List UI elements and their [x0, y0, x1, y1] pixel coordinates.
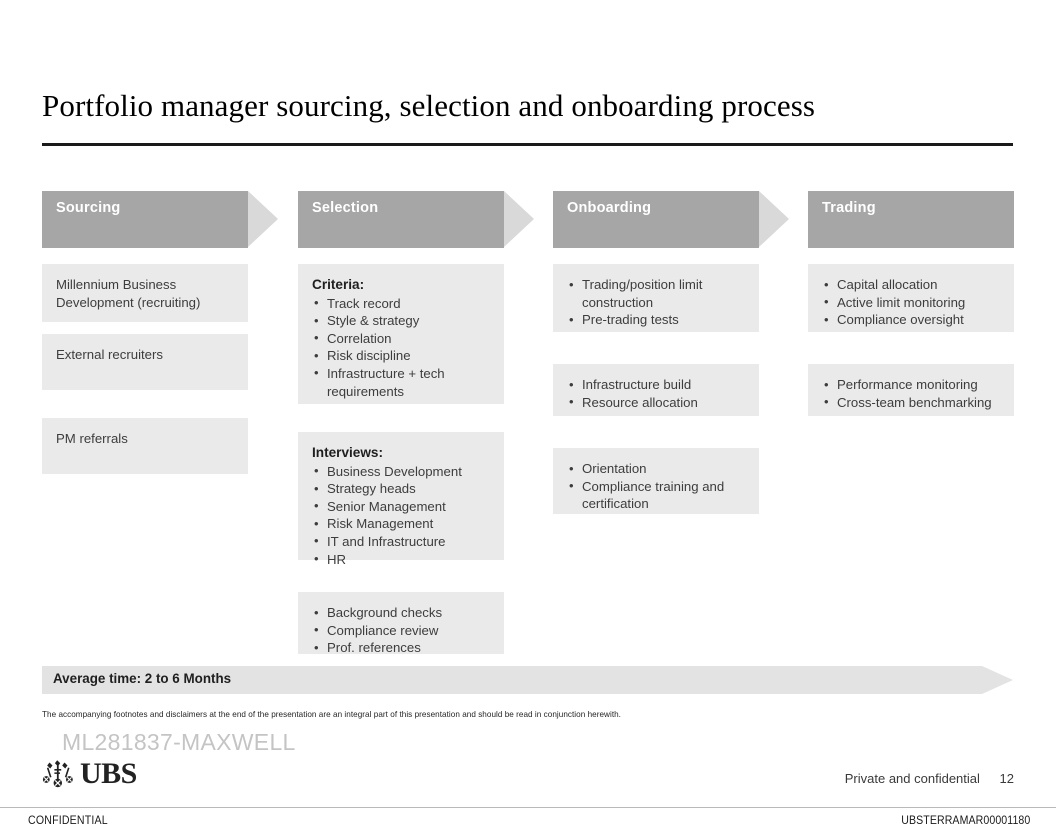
content-box: Criteria: Track record Style & strategy … [298, 264, 504, 404]
stage-header-onboarding[interactable]: Onboarding [553, 191, 789, 248]
box-text: PM referrals [56, 431, 128, 446]
list-item: Orientation [567, 460, 747, 478]
list-item: Correlation [312, 329, 492, 348]
list-item: Cross-team benchmarking [822, 393, 1002, 412]
chevron-arrow-icon [982, 666, 1013, 694]
list-item: IT and Infrastructure [312, 532, 492, 551]
confidentiality-label: Private and confidential [844, 771, 980, 786]
list-item: HR [312, 550, 492, 569]
bottom-divider [0, 807, 1056, 808]
list-item: Background checks [312, 604, 492, 622]
box-text: Millennium Business Development (recruit… [56, 277, 201, 310]
content-box: Millennium Business Development (recruit… [42, 264, 248, 322]
list-item: Prof. references [312, 639, 492, 657]
list-item: Active limit monitoring [822, 293, 1002, 312]
stage-header-sourcing[interactable]: Sourcing [42, 191, 278, 248]
average-time-bar: Average time: 2 to 6 Months [42, 666, 1013, 694]
list-item: Style & strategy [312, 312, 492, 330]
process-column-onboarding: Onboarding Trading/position limit constr… [553, 191, 789, 526]
content-box: Background checks Compliance review Prof… [298, 592, 504, 657]
box-text: External recruiters [56, 347, 164, 362]
spacer [808, 344, 1014, 364]
content-box: PM referrals [42, 418, 248, 474]
chevron-arrow-icon [759, 191, 789, 247]
process-column-trading: Trading Capital allocation Active limit … [808, 191, 1014, 428]
content-box: Interviews: Business Development Strateg… [298, 432, 504, 567]
list-item: Risk Management [312, 515, 492, 533]
chevron-arrow-icon [504, 191, 534, 247]
list-item: Capital allocation [822, 276, 1002, 294]
list-item: Performance monitoring [822, 376, 1002, 394]
slide-footer-right: Private and confidential 12 [845, 771, 1014, 786]
list-item: Senior Management [312, 497, 492, 516]
content-box: Infrastructure build Resource allocation [553, 364, 759, 416]
list-item: Compliance review [312, 621, 492, 640]
page-number: 12 [999, 771, 1014, 786]
title-divider [42, 143, 1013, 146]
content-box: Capital allocation Active limit monitori… [808, 264, 1014, 332]
list-item: Infrastructure build [567, 376, 747, 394]
process-column-selection: Selection Criteria: Track record Style &… [298, 191, 534, 666]
content-box: Orientation Compliance training and cert… [553, 448, 759, 514]
ubs-three-keys-icon [42, 760, 73, 788]
list-item: Risk discipline [312, 347, 492, 365]
process-column-sourcing: Sourcing Millennium Business Development… [42, 191, 278, 486]
content-box: Performance monitoring Cross-team benchm… [808, 364, 1014, 416]
ubs-logo: UBS [42, 759, 137, 789]
average-time-label: Average time: 2 to 6 Months [53, 671, 232, 686]
list-item: Resource allocation [567, 393, 747, 412]
list-item: Business Development [312, 462, 492, 481]
list-item: Track record [312, 294, 492, 313]
bullet-list: Track record Style & strategy Correlatio… [312, 294, 492, 401]
bates-number: UBSTERRAMAR00001180 [900, 815, 1030, 827]
list-item: Trading/position limit construction [567, 275, 747, 311]
watermark-text: ML281837-MAXWELL [62, 729, 296, 755]
spacer [553, 428, 759, 448]
bullet-list: Performance monitoring Cross-team benchm… [822, 376, 1002, 411]
list-item: Pre-trading tests [567, 311, 747, 329]
ubs-logo-text: UBS [80, 757, 137, 790]
list-item: Compliance training and certification [567, 477, 747, 513]
content-box: Trading/position limit construction Pre-… [553, 264, 759, 332]
bullet-list: Capital allocation Active limit monitori… [822, 276, 1002, 329]
box-heading: Criteria: [312, 277, 365, 292]
content-box: External recruiters [42, 334, 248, 390]
bullet-list: Orientation Compliance training and cert… [567, 460, 747, 513]
page-title: Portfolio manager sourcing, selection an… [42, 88, 816, 123]
footnote-text: The accompanying footnotes and disclaime… [42, 709, 621, 719]
stage-header-trading[interactable]: Trading [808, 191, 1014, 248]
stage-header-label: Trading [822, 200, 876, 216]
spacer [298, 572, 504, 592]
spacer [298, 416, 504, 432]
box-heading: Interviews: [312, 445, 384, 460]
confidential-stamp: CONFIDENTIAL [28, 815, 108, 827]
chevron-arrow-icon [248, 191, 278, 247]
bullet-list: Infrastructure build Resource allocation [567, 376, 747, 411]
spacer [42, 402, 248, 418]
stage-header-label: Selection [312, 200, 379, 216]
stage-header-label: Onboarding [567, 200, 652, 216]
list-item: Compliance oversight [822, 311, 1002, 329]
stage-header-selection[interactable]: Selection [298, 191, 534, 248]
list-item: Strategy heads [312, 480, 492, 498]
stage-header-label: Sourcing [56, 200, 121, 216]
list-item: Infrastructure + tech requirements [312, 364, 492, 400]
bullet-list: Trading/position limit construction Pre-… [567, 275, 747, 329]
bullet-list: Business Development Strategy heads Seni… [312, 462, 492, 569]
bullet-list: Background checks Compliance review Prof… [312, 604, 492, 657]
spacer [553, 344, 759, 364]
